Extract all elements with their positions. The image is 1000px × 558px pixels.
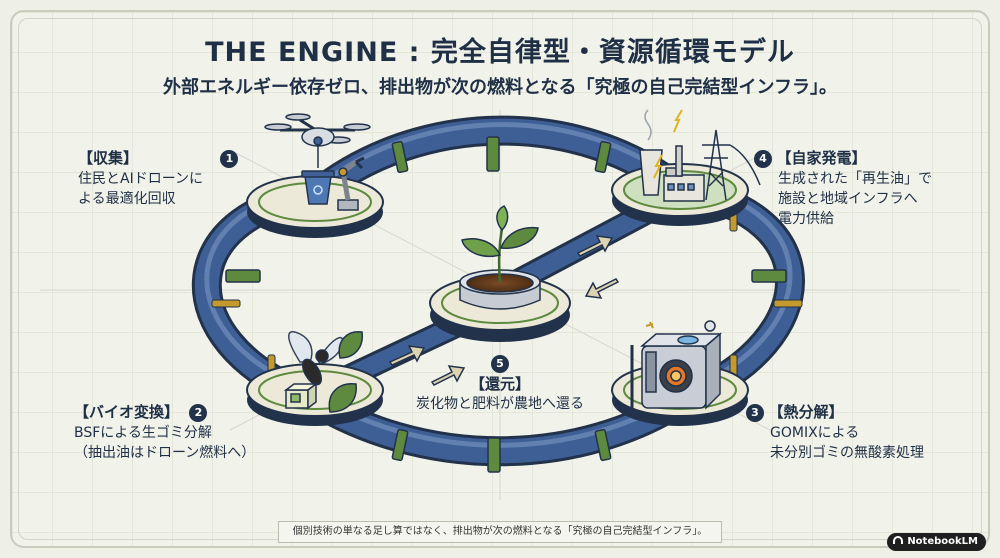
leaf-icon [328,331,363,413]
page-subtitle: 外部エネルギー依存ゼロ、排出物が次の燃料となる「究極の自己完結型インフラ」。 [163,77,837,98]
pipe-bands [225,136,787,473]
step-number-1: 1 [220,150,239,168]
step-number-3: 3 [746,404,764,422]
recycle-bin-icon [301,170,335,205]
footer-caption: 個別技術の単なる足し算ではなく、排出物が次の燃料となる「究極の自己完結型インフラ… [278,521,722,543]
step-text-pyrolysis-1: GOMIXによる [770,425,860,441]
robot-arm-icon [337,156,365,211]
step-number-2: 2 [189,404,208,422]
transmission-tower-icon [702,129,761,201]
page-title: THE ENGINE : 完全自律型・資源循環モデル [205,37,795,68]
power-plant-icon [639,109,705,202]
step-text-power-3: 電力供給 [778,211,834,227]
sprout-icon [461,205,539,283]
step-text-pyrolysis-2: 未分別ゴミの無酸素処理 [770,445,924,461]
step-head-return: 【還元】 [469,375,530,393]
notebooklm-logo-icon [893,536,904,544]
step-text-power-1: 生成された「再生油」で [778,171,932,187]
step-label-bio: 【バイオ変換】 2 BSFによる生ゴミ分解 （抽出油はドローン燃料へ） [74,402,255,463]
ai-drone-icon [264,113,371,168]
notebooklm-badge: NotebookLM [887,533,986,551]
flow-arrows [388,235,620,386]
step-text-bio-1: BSFによる生ゴミ分解 [74,425,212,441]
step-head-pyrolysis: 【熱分解】 [768,403,844,421]
step-number-5: 5 [491,355,509,373]
bio-block-icon [283,382,319,410]
step-head-collection: 【収集】 [78,149,139,167]
gomix-machine-icon [630,320,723,410]
step-text-collection-1: 住民とAIドローンに [78,171,204,187]
step-head-power: 【自家発電】 [776,149,867,167]
step-text-collection-2: よる最適化回収 [78,191,176,207]
step-label-pyrolysis: 3 【熱分解】 GOMIXによる 未分別ゴミの無酸素処理 [746,402,924,463]
step-label-return: 5 【還元】 炭化物と肥料が農地へ還る [416,354,584,414]
step-text-power-2: 施設と地域インフラへ [778,191,918,207]
bsf-fly-icon [288,331,344,386]
step-number-4: 4 [754,150,772,168]
step-label-collection: 【収集】 1 住民とAIドローンに よる最適化回収 [78,148,239,209]
step-text-bio-2: （抽出油はドローン燃料へ） [74,445,256,461]
step-text-return-1: 炭化物と肥料が農地へ還る [416,396,584,412]
step-label-power: 4 【自家発電】 生成された「再生油」で 施設と地域インフラへ 電力供給 [754,148,932,229]
step-head-bio: 【バイオ変換】 [74,403,180,421]
notebooklm-label: NotebookLM [907,536,978,547]
